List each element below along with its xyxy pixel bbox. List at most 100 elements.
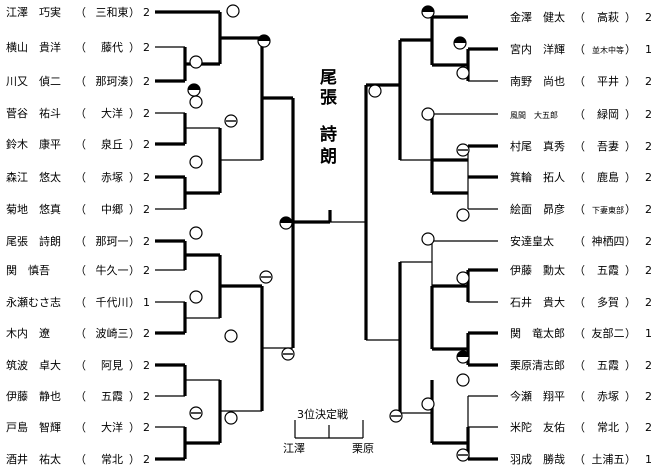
paren-close: ）: [625, 327, 636, 340]
player-entry: 鈴木 康平（泉丘）2: [6, 137, 150, 151]
player-school: 大洋: [101, 420, 123, 434]
player-school: 中郷: [101, 202, 123, 216]
player-name: 森江 悠太: [6, 170, 61, 184]
paren-close: ）: [625, 359, 636, 372]
player-seed: 2: [143, 453, 150, 466]
player-entry: 横山 貴洋（藤代）2: [6, 40, 150, 54]
minus-circle-icon: [259, 270, 273, 284]
player-school: 吾妻: [597, 140, 619, 153]
player-seed: 2: [645, 264, 652, 277]
player-entry: 筑波 卓大（阿見）2: [6, 358, 150, 372]
player-name: 伊藤 勳太: [510, 263, 565, 277]
paren-close: ）: [129, 296, 140, 309]
player-entry: 関 竜太郎（友部二）1: [510, 326, 652, 340]
paren-close: ）: [129, 264, 140, 277]
player-name: 村尾 真秀: [510, 139, 565, 153]
paren-close: ）: [625, 75, 636, 88]
player-name: 永瀬むさ志: [6, 295, 61, 309]
paren-open: （: [574, 11, 585, 24]
third-place-left: 江澤: [283, 442, 305, 455]
player-entry: 川又 偵二（那珂湊）2: [6, 74, 150, 88]
player-seed: 2: [143, 41, 150, 54]
player-name: 今瀬 翔平: [510, 389, 565, 403]
win-circle-icon: [421, 232, 435, 246]
paren-close: ）: [129, 235, 140, 248]
paren-open: （: [574, 421, 585, 434]
player-school: 下妻東部: [592, 205, 624, 215]
minus-circle-icon: [389, 409, 403, 423]
player-school: 藤代: [101, 41, 123, 54]
player-seed: 2: [645, 203, 652, 216]
player-name: 関 慎吾: [6, 263, 50, 277]
player-entry: 戸島 智輝（大洋）2: [6, 420, 150, 434]
player-entry: 江澤 巧実（三和東）2: [6, 5, 150, 19]
paren-open: （: [574, 327, 585, 340]
paren-close: ）: [625, 11, 636, 24]
player-name: 安達皇太: [510, 234, 554, 248]
paren-close: ）: [625, 140, 636, 153]
player-name: 酒井 祐太: [6, 452, 61, 466]
player-seed: 1: [645, 453, 652, 466]
paren-open: （: [574, 296, 585, 309]
player-name: 木内 遼: [6, 326, 50, 340]
player-name: 江澤 巧実: [6, 5, 61, 19]
win-circle-icon: [456, 271, 470, 285]
player-school: 常北: [597, 421, 619, 434]
player-school: 波崎三: [96, 326, 129, 340]
player-seed: 2: [143, 203, 150, 216]
player-seed: 1: [645, 43, 652, 56]
paren-open: （: [574, 43, 585, 56]
player-entry: 永瀬むさ志（千代川）1: [6, 295, 150, 309]
paren-open: （: [75, 203, 86, 216]
player-school: 那珂一: [96, 235, 129, 248]
half-filled-circle-icon: [421, 5, 435, 19]
player-seed: 2: [143, 327, 150, 340]
paren-open: （: [75, 359, 86, 372]
player-school: 鹿島: [597, 170, 619, 184]
win-circle-icon: [368, 84, 382, 98]
player-entry: 箕輪 拓人（鹿島）2: [510, 170, 652, 184]
player-seed: 2: [645, 108, 652, 121]
third-place-right: 栗原: [352, 442, 374, 455]
player-seed: 2: [645, 11, 652, 24]
player-entry: 石井 貴大（多賀）2: [510, 295, 652, 309]
player-seed: 2: [143, 359, 150, 372]
player-name: 横山 貴洋: [6, 40, 61, 54]
player-entry: 風間 大五郎（緑岡）2: [510, 107, 652, 121]
player-name: 菊地 悠真: [6, 202, 61, 216]
paren-open: （: [574, 390, 585, 403]
player-entry: 羽成 勝哉（土浦五）1: [510, 452, 652, 466]
player-seed: 2: [143, 6, 150, 19]
paren-close: ）: [129, 453, 140, 466]
paren-open: （: [75, 296, 86, 309]
paren-open: （: [75, 107, 86, 120]
paren-close: ）: [129, 138, 140, 151]
player-seed: 1: [645, 327, 652, 340]
player-name: 南野 尚也: [510, 74, 565, 88]
left-player-list: 江澤 巧実（三和東）2横山 貴洋（藤代）2川又 偵二（那珂湊）2菅谷 祐斗（大洋…: [6, 5, 150, 466]
player-name: 風間 大五郎: [510, 110, 558, 120]
paren-close: ）: [625, 421, 636, 434]
player-entry: 村尾 真秀（吾妻）2: [510, 139, 652, 153]
champion-char: 張: [320, 88, 338, 108]
paren-close: ）: [625, 235, 636, 248]
paren-open: （: [75, 235, 86, 248]
player-school: 赤塚: [597, 390, 619, 403]
player-seed: 2: [645, 140, 652, 153]
player-name: 菅谷 祐斗: [6, 107, 61, 120]
paren-open: （: [75, 327, 86, 340]
champion-char: 詩: [320, 124, 337, 145]
player-school: 那珂湊: [96, 74, 129, 88]
player-name: 栗原清志郎: [510, 358, 565, 372]
player-school: 三和東: [96, 6, 129, 19]
paren-close: ）: [129, 107, 140, 120]
win-circle-icon: [456, 208, 470, 222]
paren-close: ）: [129, 327, 140, 340]
player-entry: 関 慎吾（牛久一）2: [6, 263, 150, 277]
win-circle-icon: [189, 95, 203, 109]
third-place-match: 3位決定戦 江澤 栗原: [283, 407, 374, 455]
half-filled-circle-icon: [187, 83, 201, 97]
win-circle-icon: [226, 4, 240, 18]
win-circle-icon: [224, 329, 238, 343]
player-entry: 金澤 健太（高萩）2: [510, 10, 652, 24]
